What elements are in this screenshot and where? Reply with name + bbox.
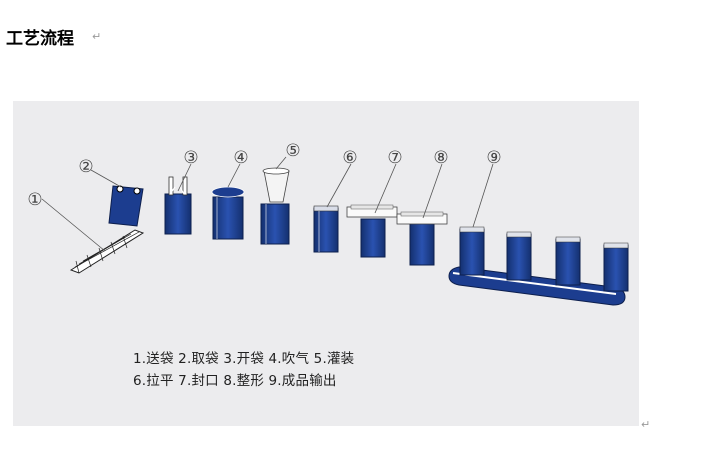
step-8-leader-line: [422, 163, 443, 219]
step-8-shaping-bag: [396, 211, 448, 266]
process-flow-figure: ① ② ③ ④ ⑤ ⑥ ⑦ ⑧ ⑨ 1.送袋 2.取袋 3.开袋 4.吹气 5.…: [13, 101, 639, 426]
step-number-labels: ① ② ③ ④ ⑤ ⑥ ⑦ ⑧ ⑨: [27, 141, 501, 210]
paragraph-return-mark: ↵: [92, 30, 102, 43]
step-7-sealing-bag: [346, 204, 398, 258]
step-3-number: ③: [183, 148, 198, 168]
step-3-leader-line: [177, 163, 192, 192]
step-3-opening-bag: [164, 176, 192, 235]
step-2-picked-bag: [108, 185, 144, 227]
step-2-leader-line: [90, 169, 122, 188]
legend-line-1: 1.送袋 2.取袋 3.开袋 4.吹气 5.灌装: [133, 351, 355, 367]
page-title: 工艺流程: [6, 29, 74, 49]
step-5-filling-bag: [260, 167, 290, 245]
step-9-number: ⑨: [486, 148, 501, 168]
step-6-leader-line: [326, 163, 352, 208]
paragraph-return-mark-end: ↵: [641, 418, 651, 431]
step-6-number: ⑥: [342, 148, 357, 168]
step-5-number: ⑤: [285, 141, 300, 161]
step-4-air-blow-bag: [211, 186, 245, 240]
step-8-number: ⑧: [433, 148, 448, 168]
process-flow-diagram: ① ② ③ ④ ⑤ ⑥ ⑦ ⑧ ⑨: [27, 141, 629, 306]
step-9-leader-line: [472, 163, 494, 228]
step-1-number: ①: [27, 190, 42, 210]
step-1-leader-line: [41, 198, 106, 252]
step-5-leader-line: [275, 156, 287, 170]
step-4-number: ④: [233, 148, 248, 168]
step-1-bag-stack: [69, 229, 145, 274]
step-2-number: ②: [78, 157, 93, 177]
step-7-number: ⑦: [387, 148, 402, 168]
step-7-leader-line: [374, 163, 397, 214]
legend-line-2: 6.拉平 7.封口 8.整形 9.成品输出: [133, 373, 337, 389]
step-6-flattened-bag: [313, 205, 339, 253]
step-9-output-conveyor: [448, 226, 629, 306]
step-4-leader-line: [227, 163, 241, 188]
